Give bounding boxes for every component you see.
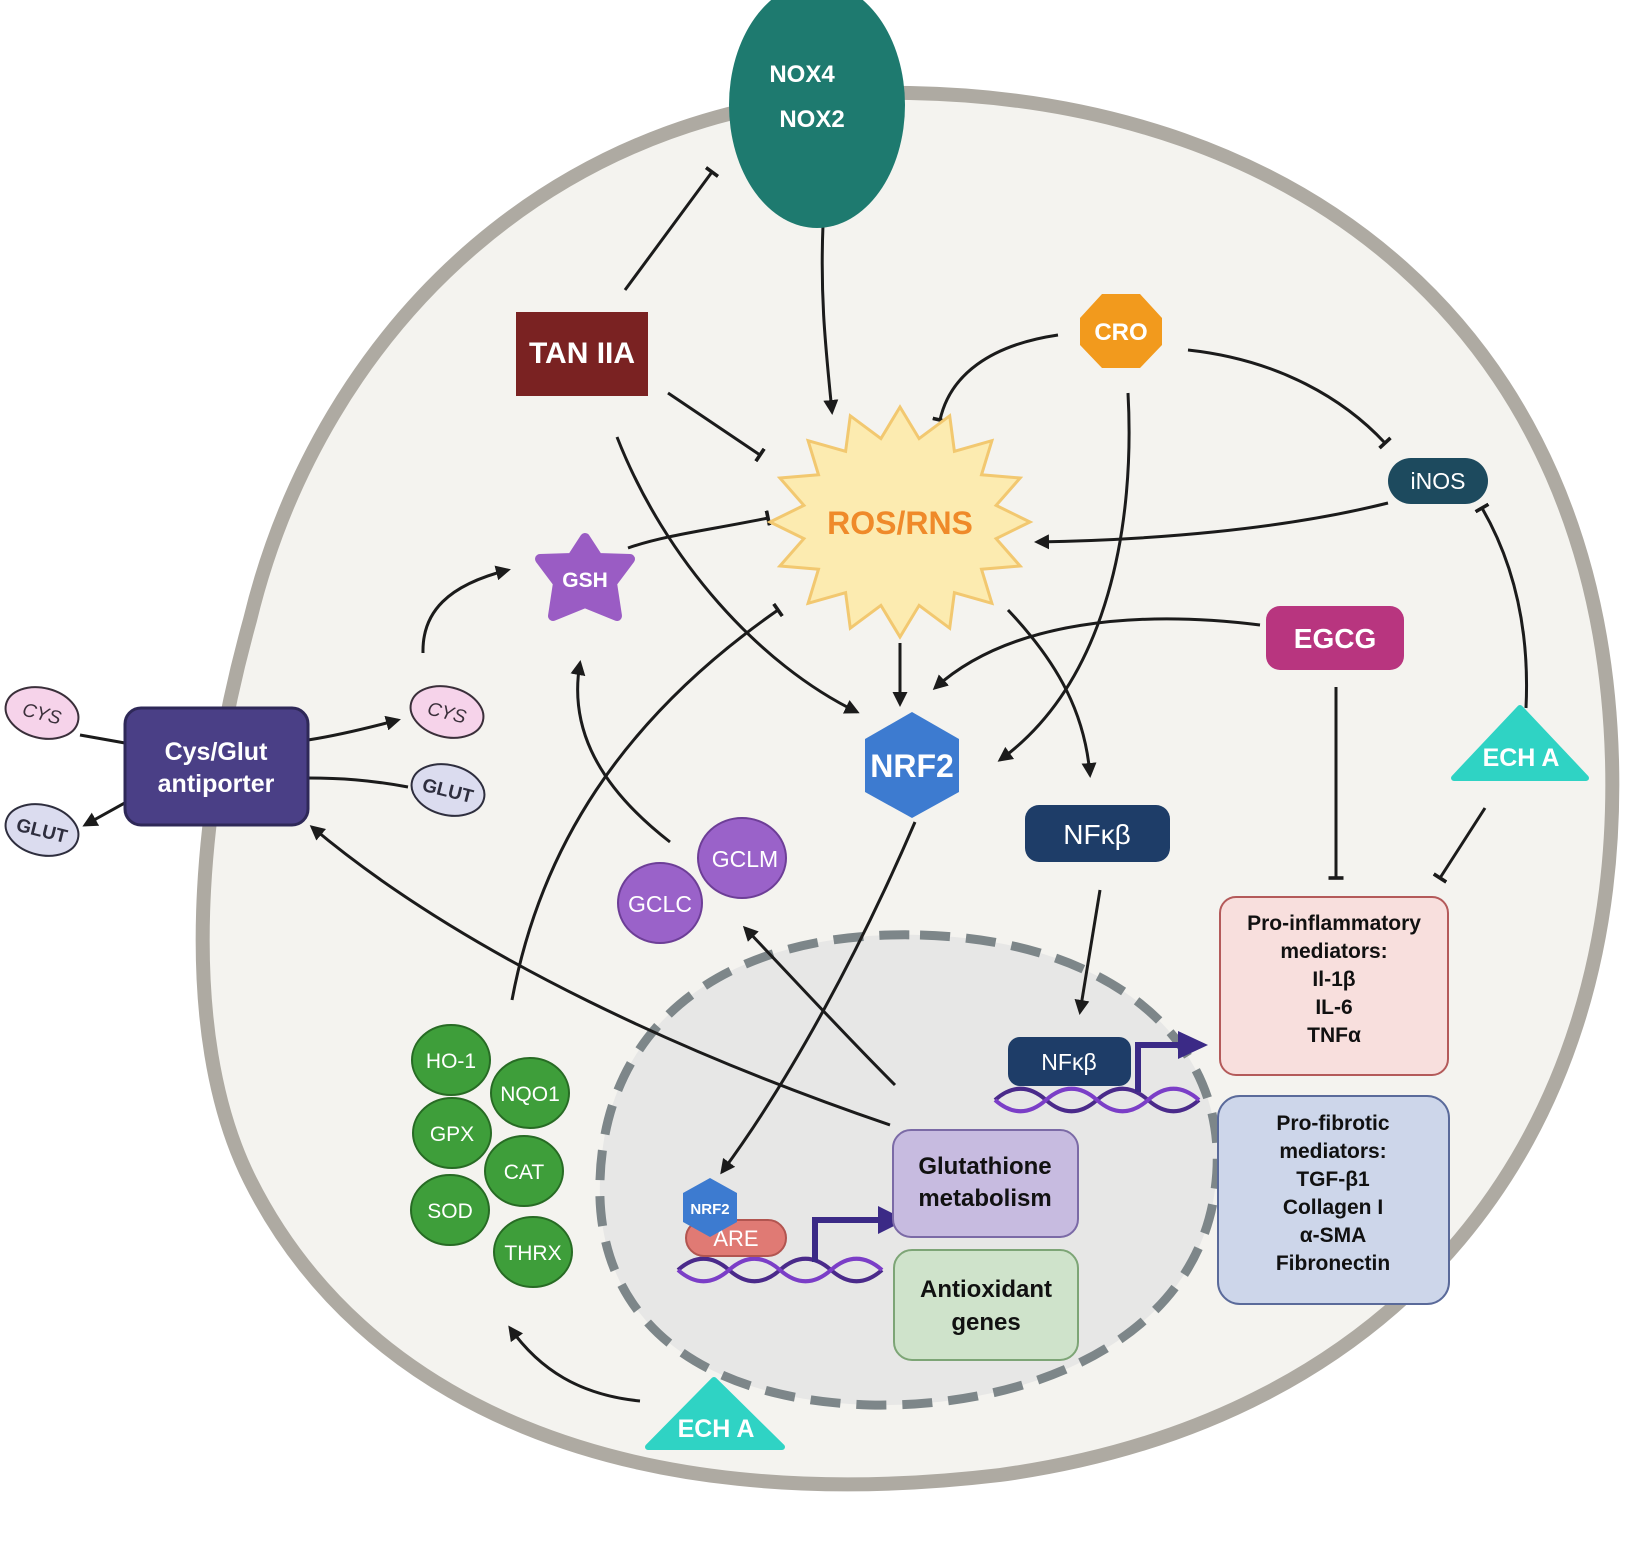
nfkb-label: NFκβ [1063,819,1130,850]
ech-a-bottom-node: ECH A [645,1377,785,1450]
glut-outside: GLUT [4,803,80,857]
cys-outside: CYS [4,686,80,740]
cro-label: CRO [1094,319,1147,346]
cro-node: CRO [1080,294,1162,368]
nfkb-nuclear-label: NFκβ [1041,1049,1096,1075]
inos-node: iNOS [1388,458,1488,504]
svg-text:HO-1: HO-1 [426,1050,476,1073]
pro-inflammatory-item: IL-6 [1315,996,1352,1019]
nrf2-label: NRF2 [870,748,954,784]
cys-glut-antiporter: Cys/Glut antiporter [123,706,310,827]
pro-fibrotic-item: Fibronectin [1276,1252,1390,1275]
gclc-node: GCLC [617,862,703,944]
tan-iia-node: TAN IIA [516,312,648,396]
pro-fibrotic-item: TGF-β1 [1296,1168,1370,1191]
ech-a-right-node: ECH A [1451,705,1589,781]
nox2-label: NOX2 [779,106,844,133]
enzyme-thrx: THRX [493,1216,573,1288]
ros-rns-node: ROS/RNS [766,404,1034,640]
svg-text:THRX: THRX [504,1242,561,1265]
nrf2-node: NRF2 [865,712,959,818]
gclm-node: GCLM [697,817,787,899]
antioxidant-enzymes: HO-1 NQO1 GPX CAT SOD THRX [410,1024,573,1288]
cys-inside: CYS [409,685,485,739]
gsh-node: GSH [535,533,635,621]
enzyme-nqo1: NQO1 [490,1057,570,1129]
antioxidant-label-2: genes [951,1309,1020,1336]
svg-text:CAT: CAT [504,1161,545,1184]
pro-fibrotic-item: Collagen I [1283,1196,1383,1219]
antiporter-label-2: antiporter [158,770,275,798]
antioxidant-genes-box: Antioxidant genes [893,1249,1079,1361]
nrf2-small-label: NRF2 [690,1201,729,1218]
gsh-label: GSH [562,569,608,592]
enzyme-cat: CAT [484,1135,564,1207]
pro-fibrotic-title-2: mediators: [1279,1140,1386,1163]
pro-inflammatory-box: Pro-inflammatory mediators: Il-1β IL-6 T… [1219,896,1449,1076]
glutathione-metabolism-box: Glutathione metabolism [892,1129,1079,1238]
ech-a-bottom-label: ECH A [678,1415,755,1443]
pro-fibrotic-box: Pro-fibrotic mediators: TGF-β1 Collagen … [1217,1095,1450,1305]
enzyme-sod: SOD [410,1174,490,1246]
gclc-label: GCLC [628,891,692,917]
egcg-label: EGCG [1294,623,1376,654]
pro-inflammatory-item: TNFα [1307,1024,1361,1047]
antiporter-label-1: Cys/Glut [165,738,268,766]
pro-inflammatory-item: Il-1β [1312,968,1355,991]
pro-fibrotic-item: α-SMA [1300,1224,1367,1247]
egcg-node: EGCG [1266,606,1404,670]
tan-iia-label: TAN IIA [529,337,635,370]
nox-complex: NOX4 NOX2 [729,0,905,228]
pro-inflammatory-title-2: mediators: [1280,940,1387,963]
glut-inside: GLUT [410,763,486,817]
ros-rns-label: ROS/RNS [827,505,973,541]
enzyme-gpx: GPX [412,1097,492,1169]
pro-fibrotic-title-1: Pro-fibrotic [1276,1112,1389,1135]
inos-label: iNOS [1411,468,1466,494]
nfkb-node: NFκβ [1025,805,1170,862]
glutathione-label-2: metabolism [918,1185,1051,1212]
ech-a-right-label: ECH A [1483,744,1560,772]
nox4-label: NOX4 [769,61,835,88]
nuclear-nrf2-are: ARE NRF2 [676,1178,906,1284]
svg-text:NQO1: NQO1 [500,1083,560,1106]
glutathione-label-1: Glutathione [918,1153,1051,1180]
svg-text:GPX: GPX [430,1123,474,1146]
enzyme-ho1: HO-1 [411,1024,491,1096]
nuclear-nfkb-gene: NFκβ [993,1031,1208,1114]
svg-text:SOD: SOD [427,1200,473,1223]
antioxidant-label-1: Antioxidant [920,1276,1052,1303]
gclm-label: GCLM [712,846,778,872]
connectors [79,166,1529,1403]
pro-inflammatory-title-1: Pro-inflammatory [1247,912,1421,935]
